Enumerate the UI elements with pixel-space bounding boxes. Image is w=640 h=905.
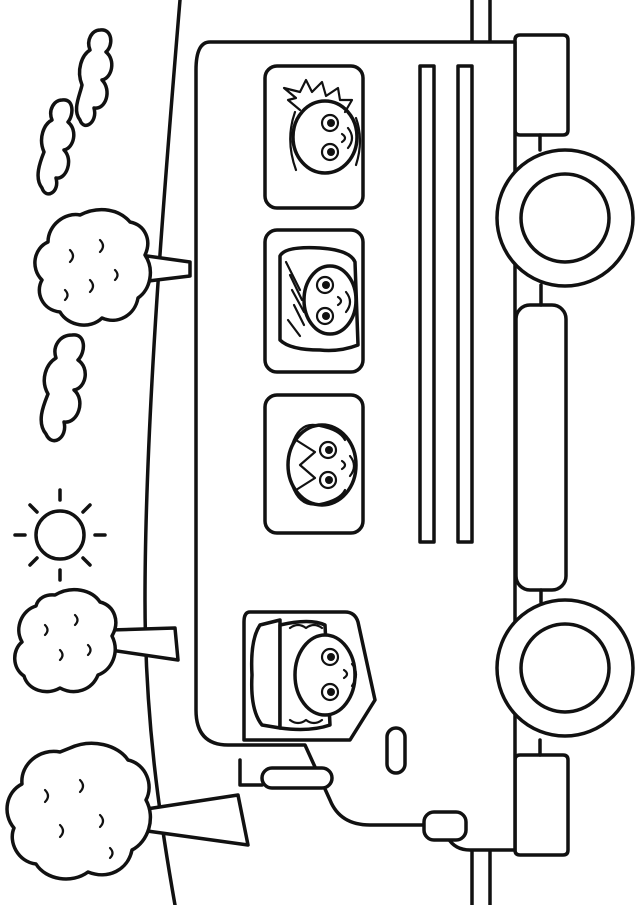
hill-line [143,0,182,905]
window-passenger-2 [263,228,365,374]
sun [13,488,107,582]
bus-mirror-arm [238,758,264,787]
cloud-middle [39,333,87,443]
bus-stripe-1 [418,64,436,544]
bus-stripe-2 [456,64,474,544]
tree-bottom [5,741,250,881]
cloud-upper [36,98,76,196]
bus-front-bumper [513,33,570,152]
window-driver [242,610,377,742]
passenger-boy-face [282,78,362,175]
bus-side-panel [514,303,568,592]
driver-face [249,618,358,732]
bus-wheel-rear [495,598,635,738]
bus-headlight [385,726,407,775]
bus-tail-light [422,810,468,842]
bus-rear-bumper [513,738,570,857]
passenger-girl-bangs-face [286,423,358,507]
window-passenger-3 [263,393,365,535]
tree-top [33,207,192,327]
cloud-top [74,28,114,127]
tree-middle [13,587,180,694]
passenger-girl-long-hair-face [278,245,360,353]
bus-wheel-front [495,148,635,288]
bus-door-handle [260,766,334,790]
window-passenger-1 [263,64,365,210]
